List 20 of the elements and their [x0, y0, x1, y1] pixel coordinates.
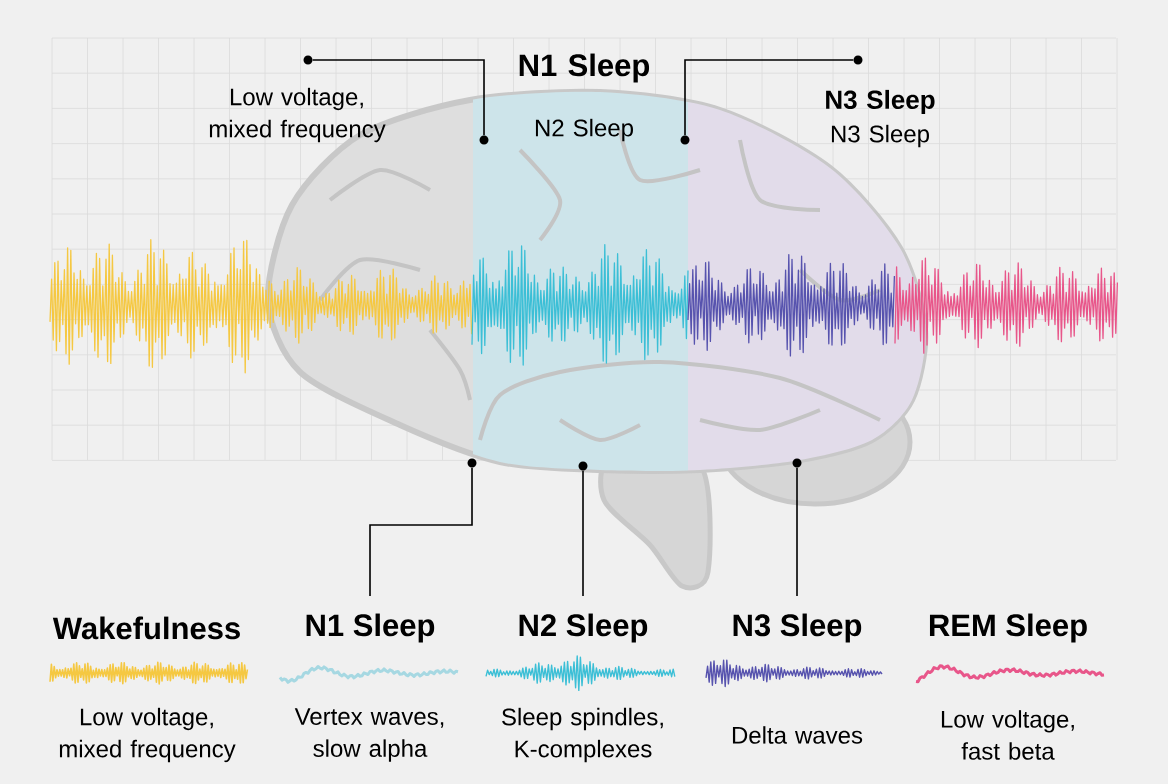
stage-description: Low voltage, fast beta: [941, 710, 1074, 760]
stage-note: N3 Sleep: [831, 124, 929, 148]
stage-description: Delta waves: [732, 726, 863, 744]
stage-note: Low voltage, mixed frequency: [209, 87, 386, 143]
stage-description: Sleep spindles, K-complexes: [502, 707, 663, 763]
leader-line: [369, 466, 473, 597]
stage-heading: Wakefulness: [52, 616, 240, 640]
stage-heading: N1 Sleep: [519, 53, 650, 83]
stage-heading: N3 Sleep: [733, 613, 862, 643]
stage-description: Vertex waves, slow alpha: [294, 708, 444, 762]
stage-heading: N3 Sleep: [826, 89, 935, 115]
stage-heading: N2 Sleep: [519, 613, 648, 643]
stage-note: N2 Sleep: [535, 118, 633, 142]
stage-heading: N1 Sleep: [306, 613, 435, 643]
stage-heading: REM Sleep: [929, 613, 1087, 643]
leader-line: [582, 469, 584, 597]
leader-line: [796, 466, 798, 597]
leader-line: [684, 59, 855, 137]
stage-description: Low voltage, mixed frequency: [59, 707, 236, 763]
leader-line: [311, 59, 485, 137]
